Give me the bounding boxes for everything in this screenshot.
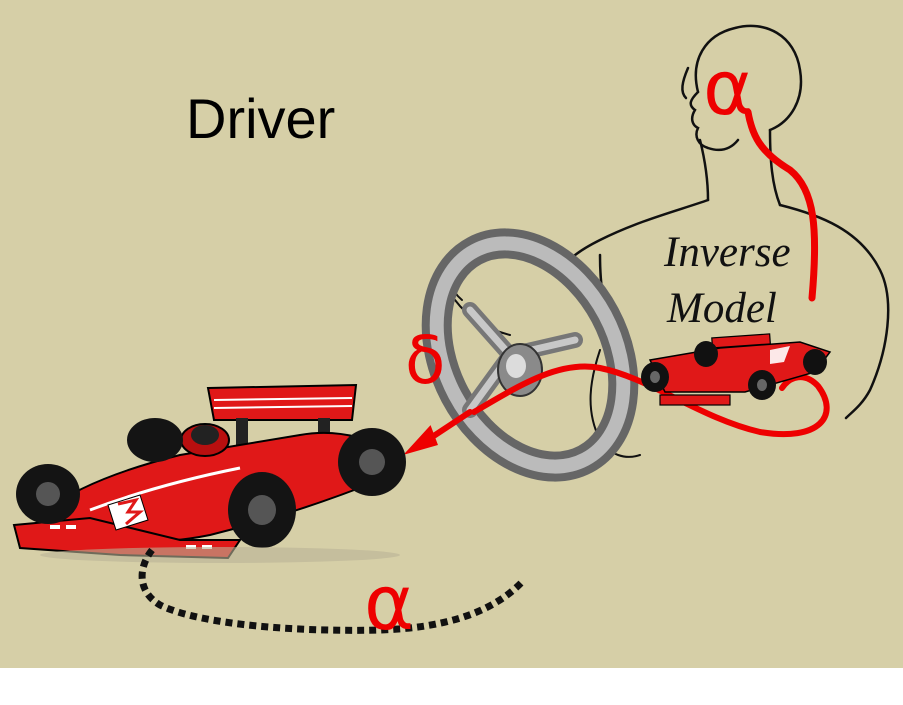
diagram-canvas: Driver Inverse Model α δ α	[0, 0, 903, 668]
mini-race-car-icon	[641, 333, 832, 406]
alpha-dotted-curve	[138, 547, 525, 634]
alpha-bottom-symbol: α	[364, 558, 415, 647]
delta-symbol: δ	[405, 322, 446, 399]
steering-arrow	[403, 409, 473, 455]
footer-blank	[0, 668, 903, 705]
race-car-icon	[12, 383, 406, 563]
driver-silhouette-icon	[558, 24, 890, 420]
signal-path-head	[744, 108, 819, 302]
alpha-head-symbol: α	[703, 43, 754, 132]
inverse-model-label-line1: Inverse	[664, 229, 791, 276]
driver-title: Driver	[186, 87, 336, 150]
signal-path-loop	[471, 363, 830, 438]
inverse-model-label-line2: Model	[667, 285, 777, 332]
diagram-artwork	[12, 24, 890, 634]
steering-wheel-icon	[421, 228, 639, 482]
